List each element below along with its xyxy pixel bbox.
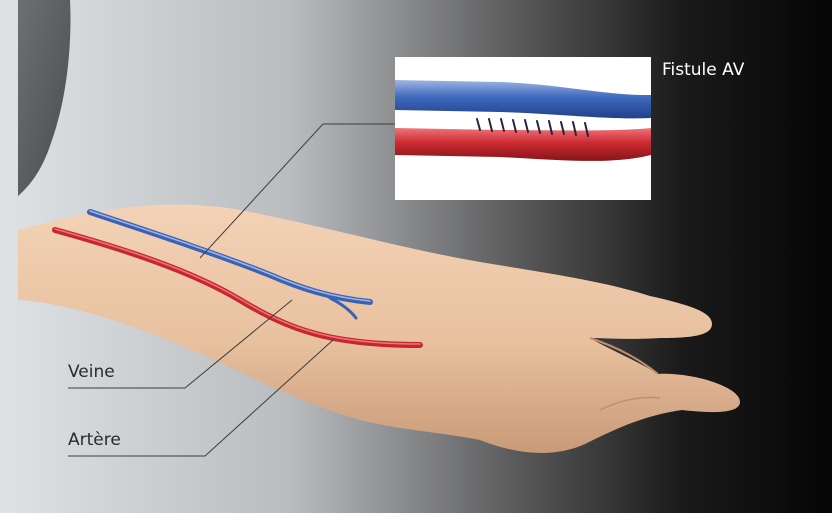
fistula-inset-box [395,57,651,200]
label-artery: Artère [68,430,121,450]
label-fistula-av: Fistule AV [662,60,744,80]
label-vein: Veine [68,362,115,382]
